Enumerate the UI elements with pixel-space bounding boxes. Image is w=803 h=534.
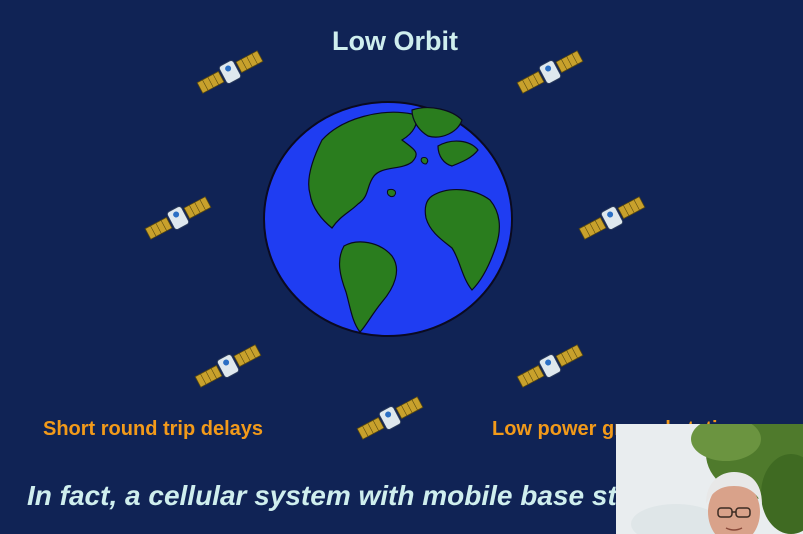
satellite-icon <box>196 50 264 94</box>
left-caption: Short round trip delays <box>43 418 264 440</box>
satellite-icon <box>356 396 424 440</box>
slide-title: Low Orbit <box>332 26 458 56</box>
earth-globe-icon <box>263 101 513 337</box>
satellite-icon <box>578 196 646 240</box>
satellite-icon <box>194 344 262 388</box>
satellite-icon <box>516 344 584 388</box>
presenter-video-frame <box>616 424 803 534</box>
satellite-icon <box>516 50 584 94</box>
presenter-webcam <box>616 424 803 534</box>
slide-footer: In fact, a cellular system with mobile b… <box>27 480 700 511</box>
satellite-icon <box>144 196 212 240</box>
